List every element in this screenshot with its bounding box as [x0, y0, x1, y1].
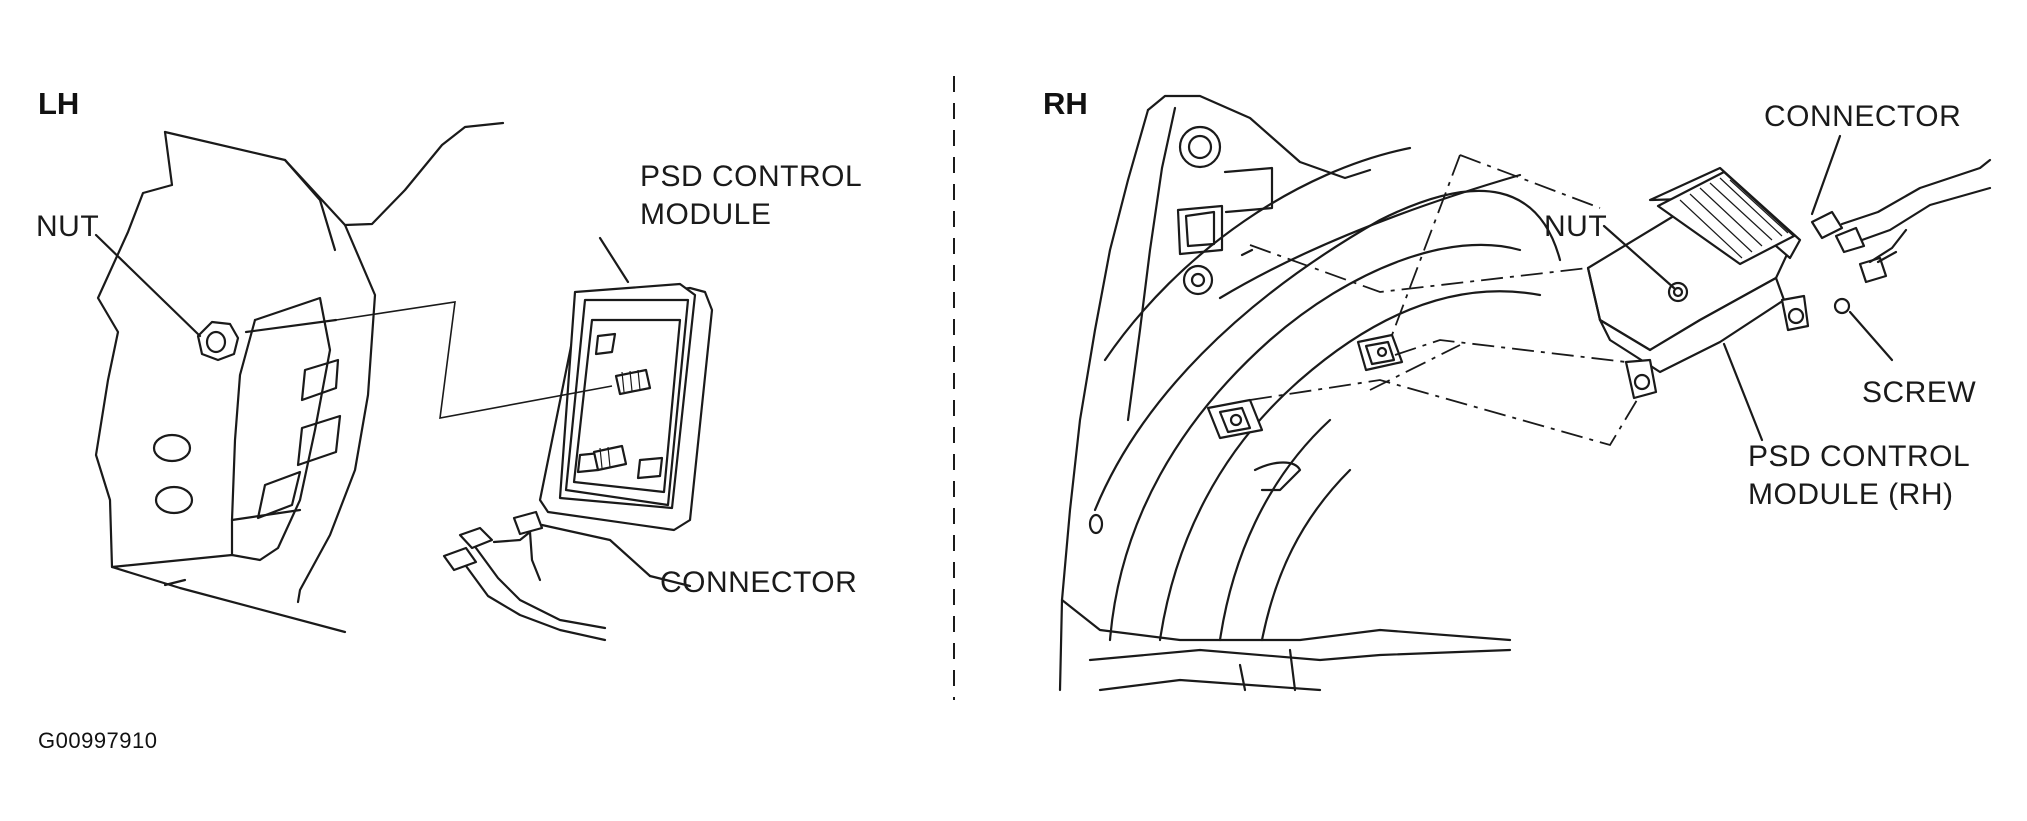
rh-connector [1810, 158, 1992, 284]
rh-module-label-line2: MODULE (RH) [1748, 478, 1954, 511]
lh-connector [442, 510, 652, 642]
lh-leaders [94, 233, 692, 588]
rh-body-panel [1058, 94, 1562, 692]
lh-module-label-line1: PSD CONTROL [640, 160, 863, 193]
rh-heading: RH [1043, 86, 1088, 121]
lh-module-label-line2: MODULE [640, 198, 772, 231]
rh-module-label-line1: PSD CONTROL [1748, 440, 1971, 473]
rh-phantom-lines [1249, 154, 1641, 447]
lh-connector-label: CONNECTOR [660, 566, 858, 599]
rh-connector-label: CONNECTOR [1764, 100, 1962, 133]
figure-id: G00997910 [38, 728, 158, 753]
lh-psd-control-module [335, 282, 714, 532]
rh-leaders [1602, 134, 1894, 442]
lh-nut-label: NUT [36, 210, 100, 243]
rh-psd-control-module [1586, 166, 1851, 400]
rh-nut-label: NUT [1544, 210, 1608, 243]
lh-heading: LH [38, 86, 80, 121]
lh-nut [196, 318, 338, 362]
lh-body-panel [94, 121, 505, 634]
rh-body-brackets [1206, 333, 1404, 440]
rh-screw-label: SCREW [1862, 376, 1977, 409]
